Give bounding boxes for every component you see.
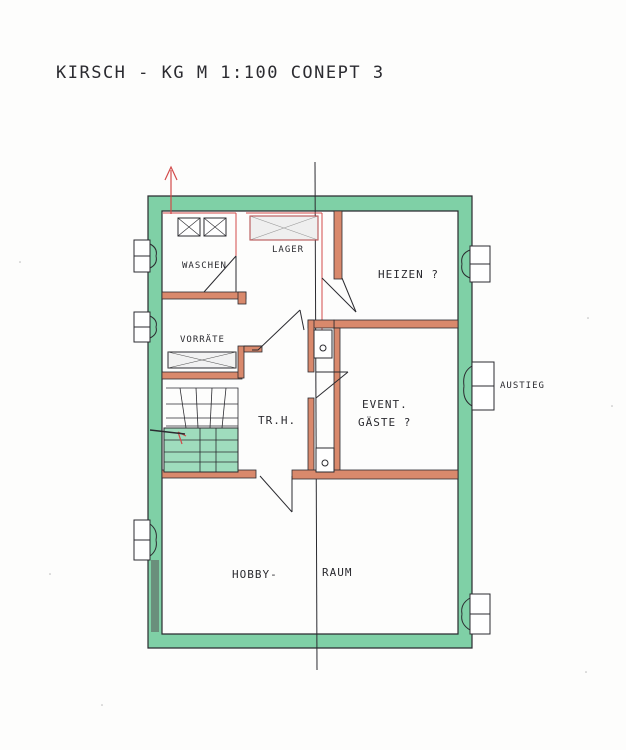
window-right-1	[461, 245, 491, 283]
room-label-hobby: HOBBY-	[232, 568, 278, 581]
window-left-3	[133, 519, 157, 561]
paper-speckles	[19, 261, 613, 706]
room-label-waschen: WASCHEN	[182, 261, 227, 271]
pantry-shelf	[167, 351, 237, 369]
shaft-boxes	[313, 329, 335, 473]
room-label-heizen: HEIZEN ?	[378, 268, 439, 281]
red-inner-lines	[163, 212, 323, 330]
window-left-2	[133, 311, 157, 343]
room-label-event: EVENT.	[362, 398, 408, 411]
room-label-trh: TR.H.	[258, 414, 296, 427]
drawing-title: KIRSCH - KG M 1:100 CONEPT 3	[56, 63, 385, 83]
washing-machines	[177, 217, 227, 237]
room-label-gaeste: GÄSTE ?	[358, 416, 411, 429]
staircase	[149, 387, 239, 473]
outer-walls	[147, 195, 473, 649]
inner-walls	[161, 210, 459, 480]
room-label-raum: RAUM	[322, 566, 353, 579]
annotation-ausstieg: AUSTIEG	[500, 381, 545, 391]
window-right-2	[461, 593, 491, 635]
room-label-lager: LAGER	[272, 245, 304, 255]
window-left-1	[133, 239, 157, 273]
center-axis-line	[314, 161, 318, 671]
window-right-exit	[463, 361, 495, 411]
storage-shelf	[249, 215, 319, 241]
room-label-vorraete: VORRÄTE	[180, 334, 225, 345]
north-arrow	[164, 165, 178, 214]
door-swings	[203, 255, 357, 513]
